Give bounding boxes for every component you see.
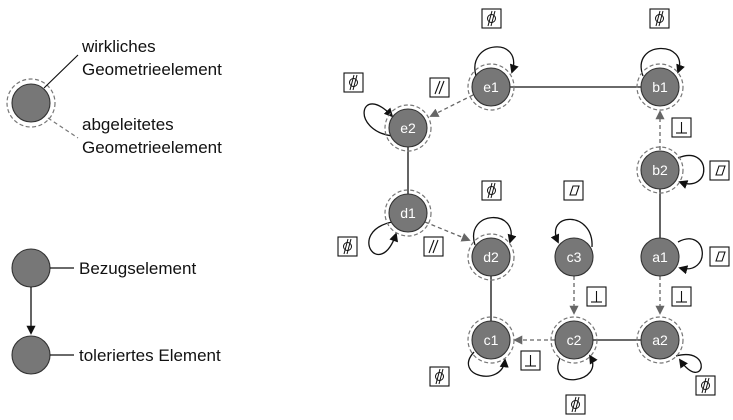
legend: wirkliches Geometrieelement abgeleitetes… [6,37,222,375]
node-b1-ring [636,63,684,111]
cylindricity-icon [565,394,586,415]
node-e1-ring [467,63,515,111]
node-d2 [471,237,511,277]
tolerance-symbols [337,8,730,415]
node-c3 [554,237,594,277]
node-b2-label: b2 [652,162,668,178]
node-e1 [471,67,511,107]
node-a1-label: a1 [652,249,668,265]
node-a2 [640,320,680,360]
node-c2 [554,320,594,360]
loop-c1 [467,351,509,377]
cylindricity-icon [337,236,358,257]
self-loops [363,46,705,381]
legend-real-line-1: wirkliches [81,37,156,56]
node-e2 [388,108,428,148]
legend-toleranced-element-label: toleriertes Element [79,346,221,365]
perpendicularity-icon [586,286,607,307]
legend-reference-node [11,248,51,288]
legend-real-element-node [11,83,51,123]
edge-e1-e2-derived [429,94,474,117]
cylindricity-icon [429,366,450,387]
node-e2-ring [384,104,432,152]
cylindricity-icon [695,375,716,396]
legend-derived-ring [6,78,56,128]
node-d2-ring [467,233,515,281]
nodes: e1 b1 e2 b2 d1 d2 c3 a1 c1 c2 a2 [384,63,684,364]
loop-e2 [363,103,394,137]
legend-derived-pointer [47,117,79,139]
loop-d1 [368,221,399,256]
node-a1 [640,237,680,277]
legend-toleranced-node [11,335,51,375]
node-d1 [388,193,428,233]
loop-c2 [557,354,598,381]
perpendicularity-icon [671,286,692,307]
loop-a2 [675,353,702,373]
perpendicularity-icon [520,350,541,371]
legend-derived-element-label: abgeleitetes Geometrieelement [82,115,222,157]
node-a2-label: a2 [652,332,668,348]
node-c1 [471,320,511,360]
parallelism-icon [423,236,444,257]
parallelism-icon [429,77,450,98]
cylindricity-icon [649,8,670,29]
node-b1-label: b1 [652,79,668,95]
legend-reference-element-label: Bezugselement [79,259,196,278]
loop-d2 [472,216,517,246]
loop-b1 [640,47,685,77]
loop-a1 [677,238,703,275]
node-c3-label: c3 [567,249,582,265]
node-e2-label: e2 [400,120,416,136]
loop-b2 [677,155,705,189]
node-c1-label: c1 [484,332,499,348]
legend-real-line-2: Geometrieelement [82,60,222,79]
node-d1-label: d1 [400,205,416,221]
loop-e1 [474,46,519,77]
cylindricity-icon [481,180,502,201]
node-b1 [640,67,680,107]
legend-derived-line-2: Geometrieelement [82,138,222,157]
edge-d1-d2-derived [424,221,471,242]
perpendicularity-icon [671,117,692,138]
legend-real-pointer [43,54,79,89]
legend-real-element-label: wirkliches Geometrieelement [81,37,222,79]
node-d2-label: d2 [483,249,499,265]
node-c1-ring [467,316,515,364]
cylindricity-icon [343,72,364,93]
node-c2-ring [550,316,598,364]
node-c2-label: c2 [567,332,582,348]
node-b2-ring [636,146,684,194]
cylindricity-icon [481,8,502,29]
node-e1-label: e1 [483,79,499,95]
edges [407,86,665,345]
node-a2-ring [636,316,684,364]
flatness-icon [563,180,584,201]
legend-derived-line-1: abgeleitetes [82,115,174,134]
loop-c3 [550,218,593,248]
node-b2 [640,150,680,190]
node-d1-ring [384,189,432,237]
flatness-icon [709,160,730,181]
flatness-icon [709,246,730,267]
